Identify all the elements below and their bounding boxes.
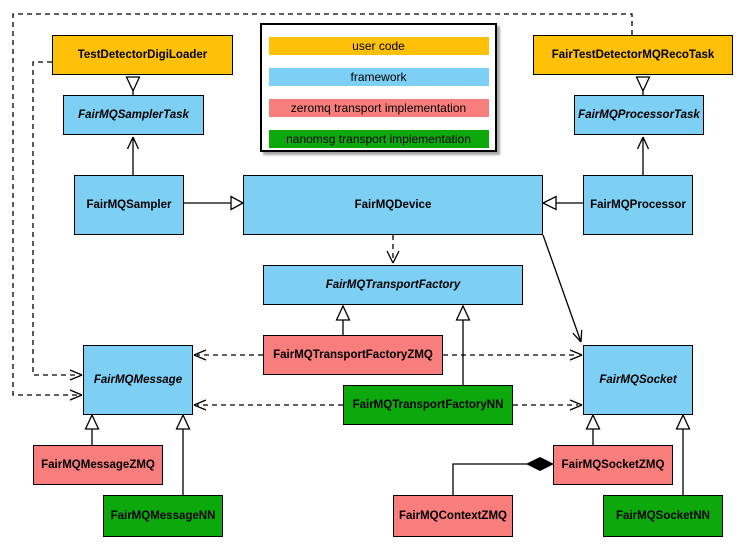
legend-item-zeromq: zeromq transport implementation xyxy=(268,99,489,117)
node-fairmq-transport-factory-nn: FairMQTransportFactoryNN xyxy=(343,385,513,425)
edge-digiloader-message-head xyxy=(69,369,83,381)
edge-factoryzmq-socket-head xyxy=(569,349,583,361)
edge-processor-device-triangle xyxy=(541,195,557,211)
node-fairmq-socket-zmq: FairMQSocketZMQ xyxy=(553,445,673,485)
edge-messagenn-message-triangle xyxy=(175,413,191,430)
edge-factoryzmq-message-head xyxy=(193,349,207,361)
node-fairmq-processor: FairMQProcessor xyxy=(583,175,693,235)
edge-sampler-device-triangle xyxy=(230,195,245,211)
legend-item-nanomsg: nanomsg transport implementation xyxy=(268,130,489,148)
legend-item-user-code: user code xyxy=(268,37,489,55)
node-fairmq-socket: FairMQSocket xyxy=(583,345,693,415)
legend: user code framework zeromq transport imp… xyxy=(260,23,497,152)
edge-processor-processortask xyxy=(636,136,650,175)
edge-recotask-message-head xyxy=(69,389,83,401)
edge-device-socket xyxy=(542,234,583,343)
node-fairmq-sampler: FairMQSampler xyxy=(74,175,184,235)
node-test-detector-digi-loader: TestDetectorDigiLoader xyxy=(52,35,233,75)
edge-digiloader-samplertask-triangle xyxy=(125,76,141,93)
edge-factorynn-message-head xyxy=(193,399,207,411)
edge-digiloader-message-line xyxy=(32,61,78,376)
node-fairmq-message: FairMQMessage xyxy=(83,345,193,415)
node-fairmq-message-nn: FairMQMessageNN xyxy=(103,495,223,537)
node-fairmq-device: FairMQDevice xyxy=(243,175,543,235)
edge-factorynn-socket-head xyxy=(569,399,583,411)
legend-item-framework: framework xyxy=(268,68,489,86)
edge-factoryzmq-factory-triangle xyxy=(335,304,351,321)
edge-recotask-message-line xyxy=(12,13,633,396)
edge-socketzmq-socket-triangle xyxy=(585,413,601,430)
node-fairmq-sampler-task: FairMQSamplerTask xyxy=(63,95,204,135)
edge-recotask-processortask-triangle xyxy=(635,76,651,93)
node-fairmq-socket-nn: FairMQSocketNN xyxy=(603,495,723,537)
node-fair-test-detector-mq-reco-task: FairTestDetectorMQRecoTask xyxy=(533,35,733,75)
edge-sampler-samplertask xyxy=(126,136,140,175)
node-fairmq-transport-factory: FairMQTransportFactory xyxy=(263,265,523,305)
edge-contextzmq-socketzmq-diamond xyxy=(525,456,555,472)
edge-factorynn-factory-triangle xyxy=(455,304,471,321)
node-fairmq-processor-task: FairMQProcessorTask xyxy=(574,95,704,135)
edge-device-factory-head xyxy=(386,250,400,264)
edge-contextzmq-socketzmq-line xyxy=(452,463,527,495)
node-fairmq-message-zmq: FairMQMessageZMQ xyxy=(33,445,163,485)
edge-messagezmq-message-triangle xyxy=(84,413,100,430)
node-fairmq-context-zmq: FairMQContextZMQ xyxy=(393,495,513,537)
node-fairmq-transport-factory-zmq: FairMQTransportFactoryZMQ xyxy=(263,335,443,375)
edge-socketnn-socket-triangle xyxy=(675,413,691,430)
